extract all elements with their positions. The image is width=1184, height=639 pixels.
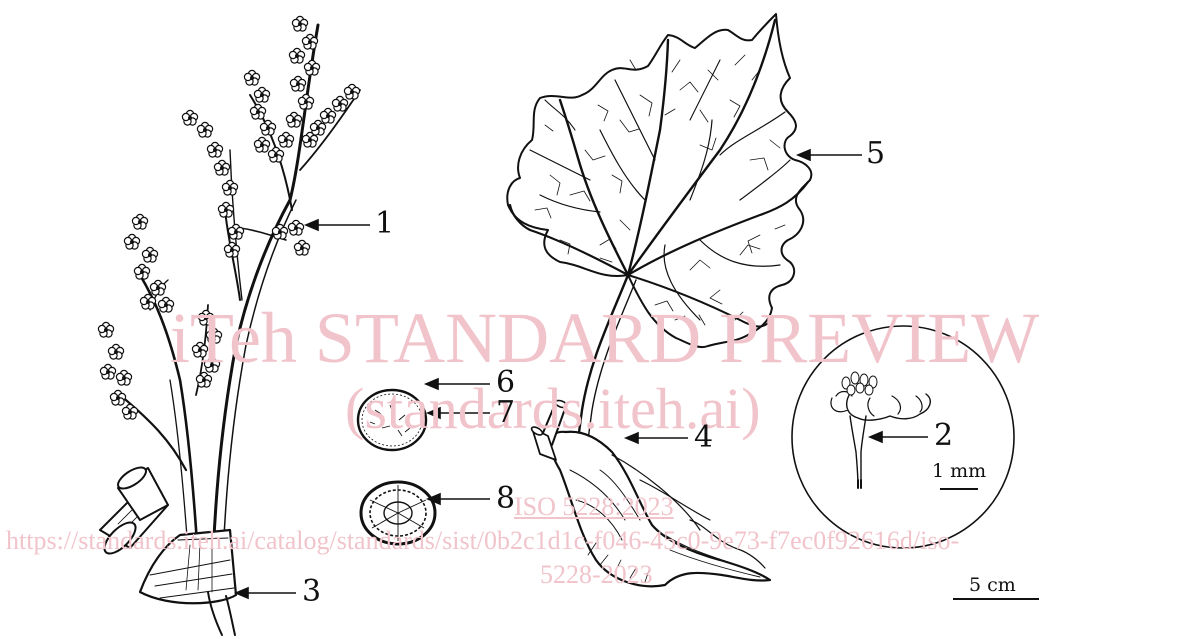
label-5: 5 <box>866 139 885 169</box>
watermark-url-tail: 5228-2023 <box>540 562 653 588</box>
label-6: 6 <box>496 368 515 398</box>
label-4: 4 <box>694 423 713 453</box>
label-7: 7 <box>496 398 515 428</box>
watermark-title: iTeh STANDARD PREVIEW <box>170 302 1039 374</box>
label-8: 8 <box>496 484 515 514</box>
label-3: 3 <box>302 577 321 607</box>
watermark-url[interactable]: https://standards.iteh.ai/catalog/standa… <box>6 528 959 554</box>
scale-label-5cm: 5 cm <box>969 576 1016 595</box>
label-2: 2 <box>934 421 953 451</box>
watermark-iso-link[interactable]: ISO 5228:2023 <box>514 494 674 520</box>
scale-label-1mm: 1 mm <box>932 462 986 481</box>
label-1: 1 <box>375 209 394 239</box>
